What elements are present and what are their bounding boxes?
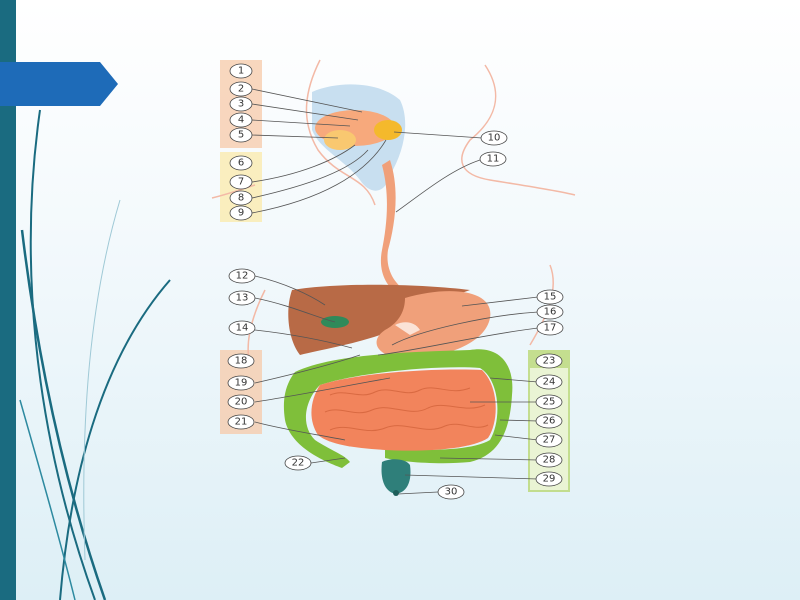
large-intestine xyxy=(283,349,513,468)
label-16: 16 xyxy=(544,307,557,318)
label-1: 1 xyxy=(238,66,244,77)
label-24: 24 xyxy=(543,377,556,388)
label-2: 2 xyxy=(238,84,244,95)
label-30: 30 xyxy=(445,487,458,498)
label-27: 27 xyxy=(543,435,556,446)
label-8: 8 xyxy=(238,193,244,204)
label-19: 19 xyxy=(235,378,248,389)
label-29: 29 xyxy=(543,474,556,485)
callouts xyxy=(227,63,564,500)
label-25: 25 xyxy=(543,397,556,408)
label-18: 18 xyxy=(235,356,248,367)
label-17: 17 xyxy=(544,323,557,334)
callout-numbers: 1 2 3 4 5 6 7 8 9 10 11 12 13 14 15 16 1… xyxy=(235,66,557,498)
label-3: 3 xyxy=(238,99,244,110)
leader-lines xyxy=(251,88,539,495)
label-28: 28 xyxy=(543,455,556,466)
left-accent-bar xyxy=(0,0,16,600)
label-15: 15 xyxy=(544,292,557,303)
label-21: 21 xyxy=(235,417,248,428)
stomach xyxy=(376,291,491,359)
label-13: 13 xyxy=(236,293,249,304)
head-organs xyxy=(312,84,406,191)
label-22: 22 xyxy=(292,458,305,469)
label-26: 26 xyxy=(543,416,556,427)
label-9: 9 xyxy=(238,208,244,219)
rectum xyxy=(381,459,411,494)
title-arrow-shape xyxy=(0,62,118,106)
decorative-swirl-lines xyxy=(19,109,171,600)
label-11: 11 xyxy=(487,154,500,165)
label-5: 5 xyxy=(238,130,244,141)
label-23: 23 xyxy=(543,356,556,367)
label-14: 14 xyxy=(236,323,249,334)
label-7: 7 xyxy=(238,177,244,188)
label-20: 20 xyxy=(235,397,248,408)
esophagus xyxy=(380,160,408,296)
label-6: 6 xyxy=(238,158,244,169)
label-4: 4 xyxy=(238,115,244,126)
label-10: 10 xyxy=(488,133,501,144)
label-12: 12 xyxy=(236,271,249,282)
